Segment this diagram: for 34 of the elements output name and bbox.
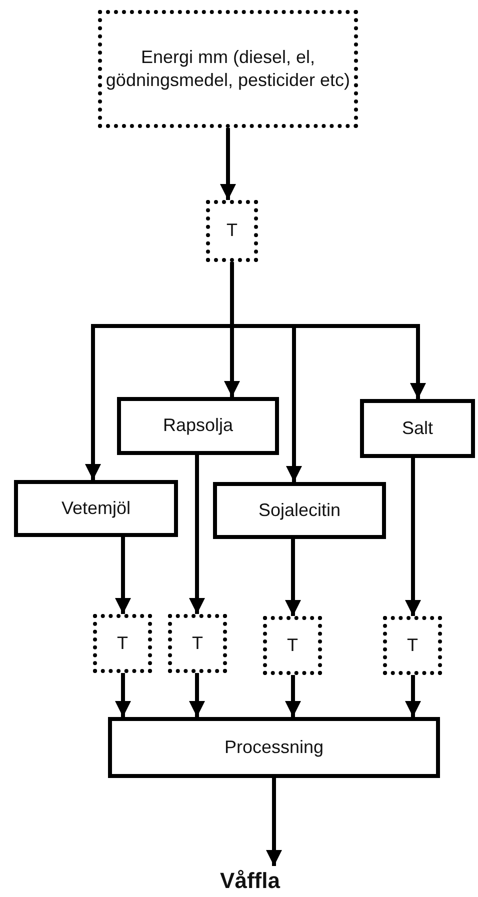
transport-label: T [226, 219, 238, 242]
transport-label: T [117, 632, 128, 655]
input-box [98, 10, 358, 128]
arrow [189, 673, 205, 717]
transport-label: T [287, 634, 298, 657]
arrow [285, 539, 301, 616]
ingredient-box [213, 482, 386, 539]
box-label: Vetemjöl [61, 496, 131, 520]
process-box [108, 717, 440, 778]
output-label: Våffla [200, 866, 300, 896]
box-label: Energi mm (diesel, el, gödningsmedel, pesticider etc) [104, 46, 352, 92]
ingredient-box [14, 480, 178, 537]
transport-box [263, 616, 322, 675]
box-label: Rapsolja [162, 414, 234, 438]
box-label: Sojalecitin [258, 498, 341, 522]
transport-label: T [407, 634, 418, 657]
arrow [230, 262, 426, 399]
arrow [189, 455, 205, 614]
box-label: Processning [224, 736, 324, 759]
transport-box [93, 614, 152, 673]
arrow [405, 675, 421, 717]
transport-box [206, 200, 258, 262]
arrow [115, 537, 131, 614]
arrow [220, 128, 236, 200]
arrow [115, 673, 131, 717]
ingredient-box [117, 397, 279, 455]
transport-label: T [192, 632, 203, 655]
arrow [285, 675, 301, 717]
transport-box [168, 614, 227, 673]
arrow [266, 778, 282, 866]
arrow [405, 458, 421, 616]
ingredient-box [360, 399, 475, 458]
box-label: Salt [402, 416, 434, 440]
transport-box [383, 616, 442, 675]
